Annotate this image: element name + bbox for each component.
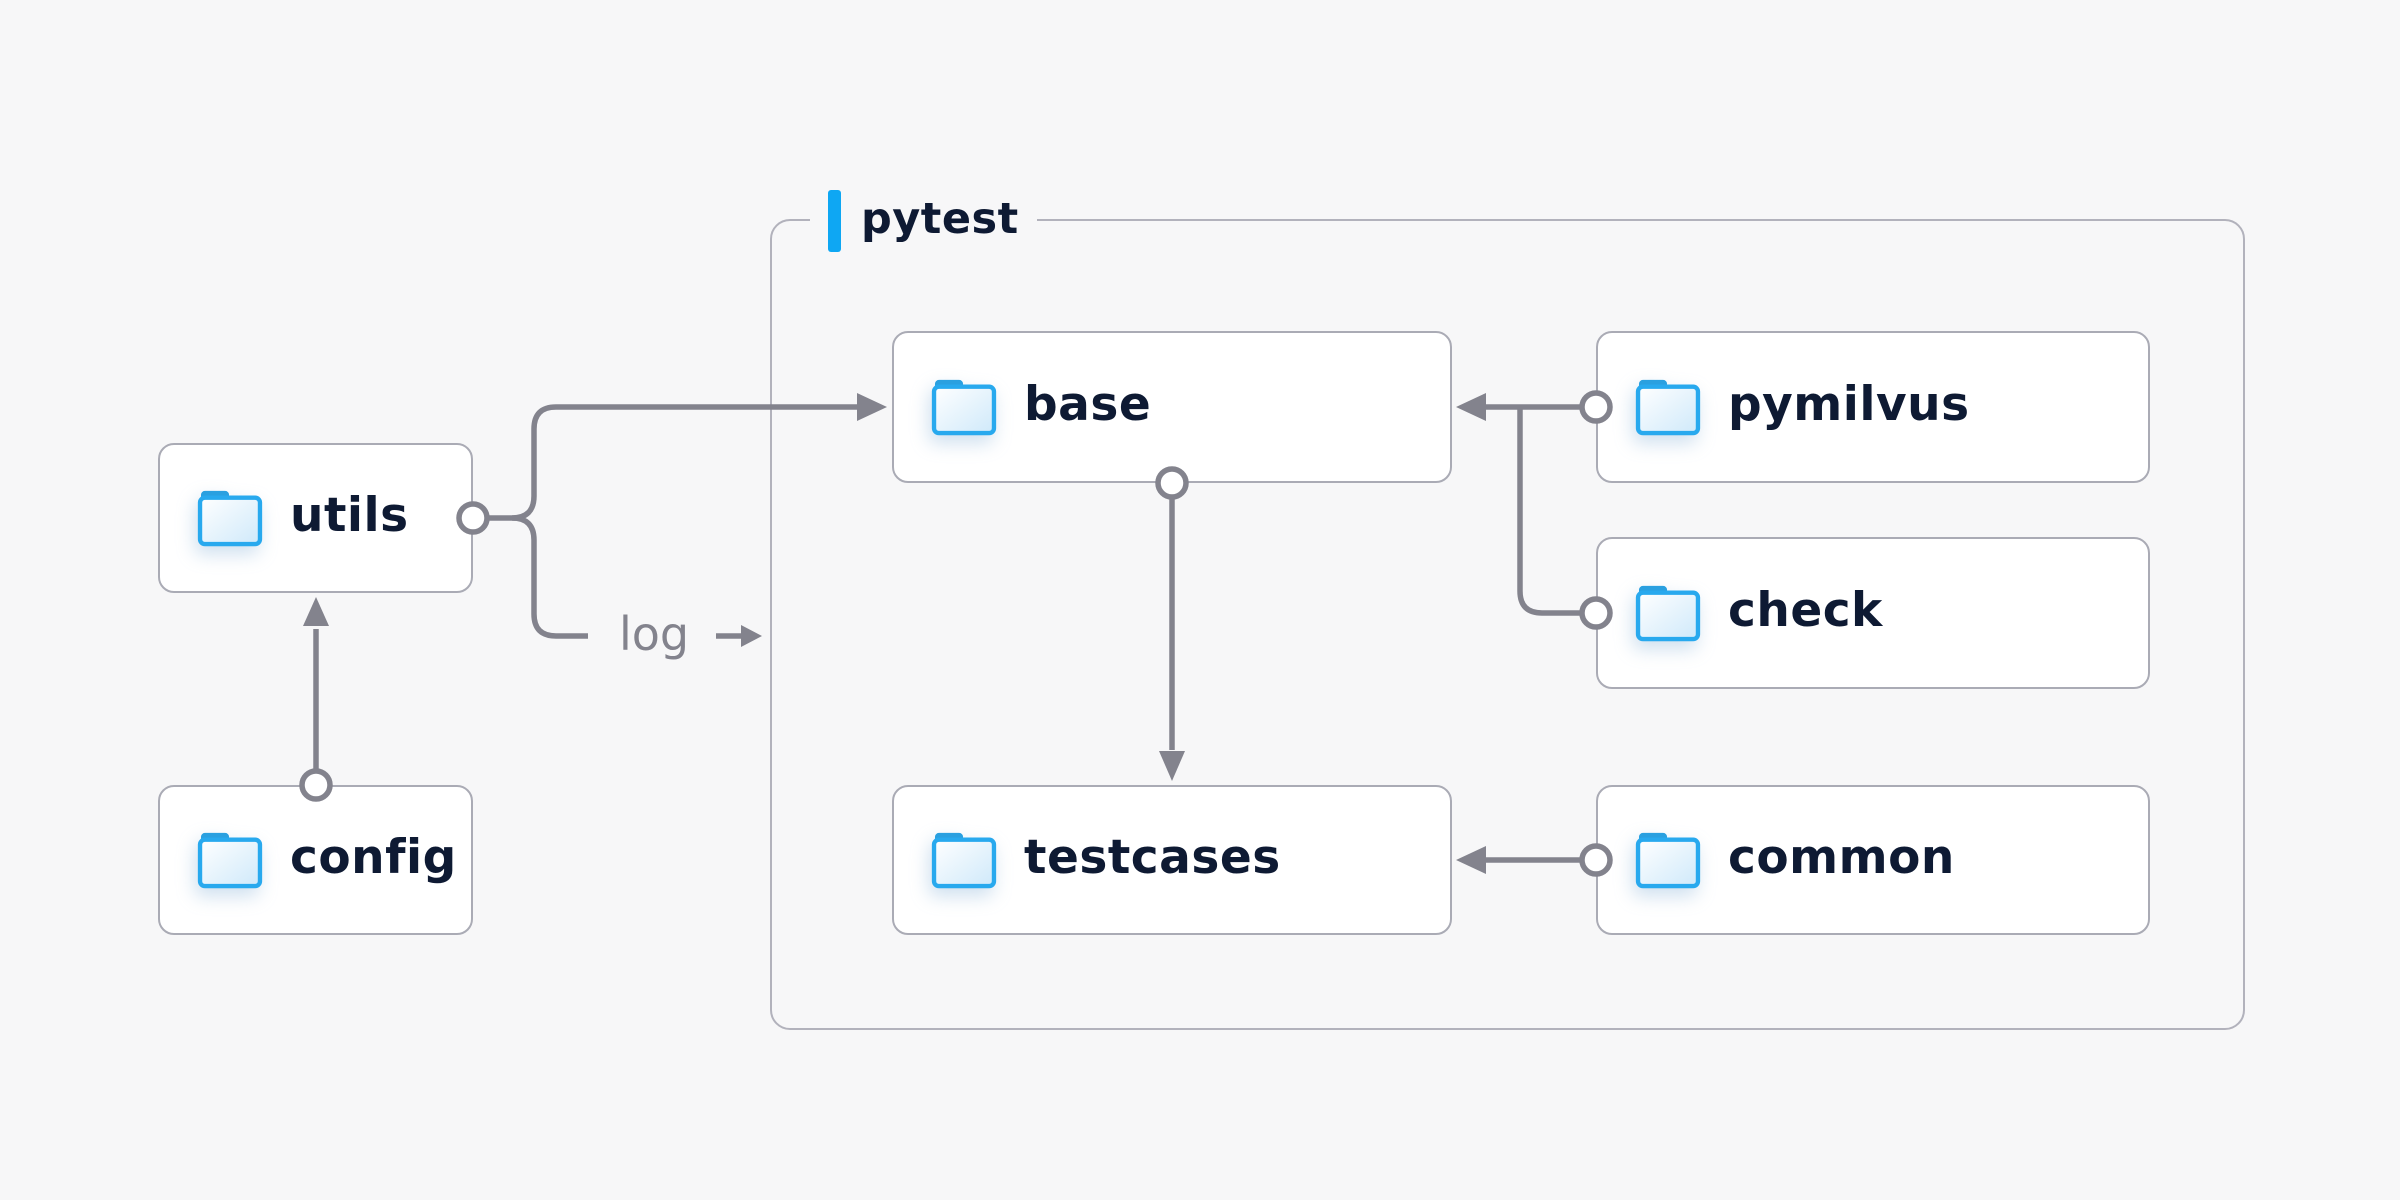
node-testcases[interactable]: testcases [892, 785, 1452, 935]
folder-icon [1635, 585, 1701, 642]
folder-icon [197, 490, 263, 547]
node-utils[interactable]: utils [158, 443, 473, 593]
node-check[interactable]: check [1596, 537, 2150, 689]
folder-icon [197, 832, 263, 889]
pytest-container-label: pytest [810, 188, 1037, 254]
node-pymilvus[interactable]: pymilvus [1596, 331, 2150, 483]
node-base-label: base [1024, 376, 1152, 432]
node-pymilvus-label: pymilvus [1728, 376, 1970, 432]
node-base[interactable]: base [892, 331, 1452, 483]
accent-bar-icon [828, 190, 841, 252]
folder-icon [1635, 379, 1701, 436]
folder-icon [1635, 832, 1701, 889]
pytest-container: pytest [770, 188, 2245, 1030]
node-common-label: common [1728, 829, 1955, 885]
node-common[interactable]: common [1596, 785, 2150, 935]
folder-icon [931, 832, 997, 889]
node-check-label: check [1728, 582, 1883, 638]
node-config[interactable]: config [158, 785, 473, 935]
node-utils-label: utils [290, 487, 409, 543]
edge-utils-log [511, 515, 588, 639]
arrowhead-right-small-icon [741, 625, 762, 647]
edge-label-log: log [618, 607, 690, 661]
pytest-container-title: pytest [861, 193, 1019, 244]
arrowhead-up-icon [303, 597, 329, 626]
node-config-label: config [290, 829, 457, 885]
node-testcases-label: testcases [1024, 829, 1281, 885]
folder-icon [931, 379, 997, 436]
